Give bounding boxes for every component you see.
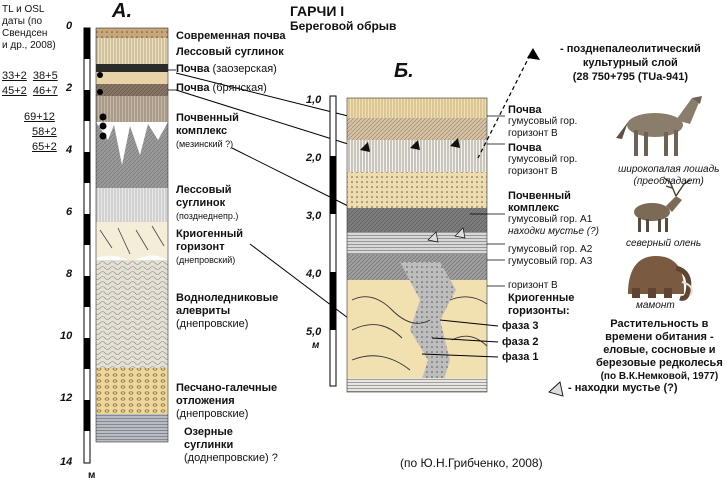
section-b-label: Б.: [394, 60, 414, 82]
dating-method-note: TL и OSL даты (по Свендсен и др., 2008): [2, 4, 56, 51]
depth-label-a: 6: [66, 206, 73, 218]
horse-icon: [616, 96, 702, 156]
deer-caption: северный олень: [626, 238, 702, 249]
mousterian-legend-icon: [548, 381, 564, 397]
mammoth-caption: мамонт: [636, 300, 675, 311]
cultural-layer-pointer: [477, 54, 531, 159]
depth-label-b: 5,0: [306, 326, 322, 338]
figure-title: ГАРЧИ I Береговой обрыв: [290, 3, 397, 34]
date-value: 65+2: [32, 141, 57, 153]
depth-label-a: 4: [66, 144, 73, 156]
date-value: 69+12: [24, 111, 55, 123]
depth-label-a: 8: [66, 268, 73, 280]
depth-unit-a: м: [88, 470, 96, 481]
artifact-marker: [450, 138, 460, 148]
mousterian-marker: [454, 227, 466, 239]
date-value: 58+2: [32, 126, 57, 138]
depth-scale-b: [329, 95, 337, 387]
source-credit: (по Ю.Н.Грибченко, 2008): [400, 456, 543, 470]
section-a-label: А.: [112, 0, 132, 22]
phase-2-label: фаза 2: [502, 336, 539, 348]
horse-caption: широкопалая лошадь (преобладает): [618, 164, 720, 187]
layer-label-a: Почва (заозерская): [176, 63, 277, 75]
phase-1-label: фаза 1: [502, 351, 539, 363]
depth-label-b: 4,0: [306, 268, 322, 280]
sample-point: [99, 132, 107, 140]
mousterian-legend-label: - находки мустье (?): [568, 382, 678, 394]
column-b: [329, 48, 540, 393]
artifact-marker: [410, 140, 420, 150]
depth-label-b: 1,0: [306, 94, 322, 106]
layer-label-a: Современная почва: [176, 30, 286, 42]
date-row: 33+2 38+5: [2, 70, 58, 82]
column-a: [83, 27, 176, 464]
cultural-layer-label: - позднепалеолитический культурный слой …: [560, 43, 701, 83]
sample-point: [99, 113, 107, 121]
layer-label-a: Почва (брянская): [176, 82, 267, 94]
depth-label-b: 2,0: [306, 152, 322, 164]
reindeer-icon: [634, 177, 691, 232]
depth-label-b: 3,0: [306, 210, 322, 222]
cultural-layer-arrowhead: [527, 48, 540, 60]
layer-zaozersk-soil: [96, 64, 168, 72]
date-row: 45+2 46+7: [2, 85, 58, 97]
mousterian-marker: [427, 231, 439, 243]
depth-label-a: 2: [66, 82, 73, 94]
depth-label-a: 10: [60, 330, 73, 342]
sample-point: [97, 72, 103, 78]
cryogenic-horizons-label: Криогенные горизонты:: [508, 292, 575, 317]
vegetation-note: Растительность в времени обитания - елов…: [596, 318, 723, 382]
layer-cryogenic: [96, 222, 168, 262]
sample-point: [99, 122, 107, 130]
sample-point: [97, 89, 103, 95]
layer-label-a: Лессовый суглинок: [176, 46, 284, 58]
artifact-marker: [360, 142, 370, 152]
depth-label-a: 14: [60, 456, 73, 468]
layer-label-b: горизонт В: [508, 280, 558, 291]
depth-label-a: 0: [66, 20, 73, 32]
depth-label-a: 12: [60, 392, 73, 404]
depth-unit-b: м: [312, 340, 320, 351]
mammoth-icon: [628, 256, 693, 301]
phase-3-label: фаза 3: [502, 320, 539, 332]
